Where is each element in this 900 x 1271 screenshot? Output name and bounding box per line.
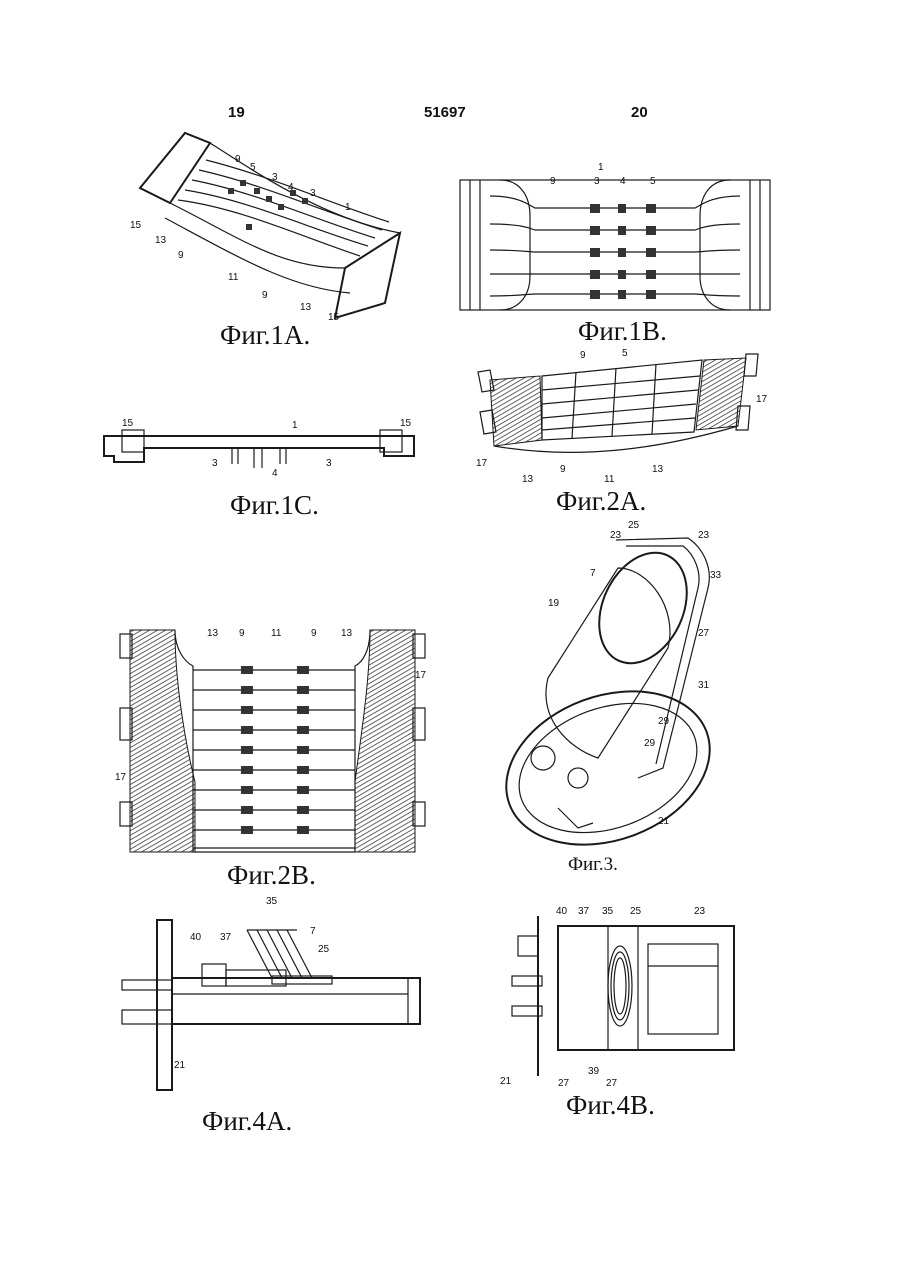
- figure-1c-drawing: 15 1 15 3 4 3: [104, 418, 424, 478]
- svg-text:9: 9: [235, 154, 241, 165]
- figure-1a-caption: Фиг.1А.: [220, 320, 310, 351]
- svg-text:9: 9: [178, 250, 184, 261]
- svg-text:25: 25: [630, 906, 642, 917]
- svg-text:11: 11: [271, 628, 282, 639]
- svg-text:40: 40: [190, 932, 202, 943]
- svg-text:13: 13: [155, 235, 167, 246]
- svg-text:39: 39: [588, 1066, 600, 1077]
- svg-text:17: 17: [415, 670, 427, 681]
- svg-text:27: 27: [558, 1078, 570, 1089]
- svg-text:4: 4: [272, 468, 278, 479]
- svg-text:11: 11: [604, 474, 615, 485]
- svg-text:23: 23: [698, 530, 710, 541]
- svg-text:27: 27: [698, 628, 710, 639]
- svg-text:13: 13: [341, 628, 353, 639]
- figure-2b-drawing: 13 9 11 9 13 17 17: [115, 622, 435, 862]
- svg-text:13: 13: [300, 302, 312, 313]
- figure-3-drawing: 2523 2333 719 2731 2929 21: [498, 528, 758, 848]
- svg-text:7: 7: [590, 568, 596, 579]
- figure-4a-caption: Фиг.4А.: [202, 1106, 292, 1137]
- svg-text:3: 3: [272, 172, 278, 183]
- svg-text:25: 25: [628, 520, 640, 531]
- figure-4a: 35 40 37 7 25 21 Фиг.4А.: [112, 890, 432, 1140]
- figure-1a-drawing: 95 34 31 1513 911 913 15: [130, 128, 410, 328]
- svg-text:33: 33: [710, 570, 722, 581]
- svg-text:21: 21: [658, 816, 670, 827]
- svg-text:4: 4: [288, 182, 294, 193]
- figure-2a-drawing: 95 1717 139 1113: [476, 350, 776, 480]
- svg-text:15: 15: [328, 312, 340, 323]
- figure-3-caption: Фиг.3.: [568, 854, 618, 876]
- svg-text:3: 3: [326, 458, 332, 469]
- svg-text:40: 40: [556, 906, 568, 917]
- svg-text:17: 17: [115, 772, 127, 783]
- svg-text:5: 5: [650, 176, 656, 187]
- svg-text:15: 15: [122, 418, 134, 429]
- figure-1a: 95 34 31 1513 911 913 15 Фиг.1А.: [130, 128, 410, 328]
- svg-text:9: 9: [560, 464, 566, 475]
- figure-2a: 9 5 17 17 13 9 11 13 Фиг.2А.: [476, 350, 776, 520]
- svg-text:9: 9: [550, 176, 556, 187]
- svg-text:15: 15: [400, 418, 412, 429]
- svg-text:13: 13: [652, 464, 664, 475]
- figure-1c-caption: Фиг.1С.: [230, 490, 319, 521]
- svg-text:35: 35: [602, 906, 614, 917]
- figure-1b: 19 34 5 Фиг.1В.: [460, 166, 770, 341]
- svg-text:13: 13: [207, 628, 219, 639]
- svg-text:17: 17: [476, 458, 488, 469]
- figure-1b-caption: Фиг.1В.: [578, 316, 667, 347]
- figure-2b: 13 9 11 9 13 17 17 Фиг.2В.: [115, 622, 435, 890]
- patent-number: 51697: [424, 104, 466, 121]
- figure-4a-drawing: 35 40 37 7 25 21: [112, 890, 432, 1100]
- svg-text:15: 15: [130, 220, 142, 231]
- figure-2a-caption: Фиг.2А.: [556, 486, 646, 517]
- svg-text:21: 21: [500, 1076, 512, 1087]
- figure-1b-drawing: 19 34 5: [460, 166, 770, 341]
- svg-text:17: 17: [756, 394, 768, 405]
- svg-text:37: 37: [578, 906, 590, 917]
- svg-text:3: 3: [594, 176, 600, 187]
- svg-text:7: 7: [310, 926, 316, 937]
- page-number-right: 20: [631, 104, 648, 121]
- svg-text:29: 29: [658, 716, 670, 727]
- figure-4b-drawing: 40 37 35 25 23 21 27 39 27: [498, 896, 748, 1096]
- svg-text:4: 4: [620, 176, 626, 187]
- svg-text:9: 9: [580, 350, 586, 361]
- svg-text:1: 1: [292, 420, 298, 431]
- figure-2b-caption: Фиг.2В.: [227, 860, 316, 891]
- svg-text:23: 23: [694, 906, 706, 917]
- figure-3: 2523 2333 719 2731 2929 21 Фиг.3.: [498, 528, 758, 878]
- svg-text:3: 3: [212, 458, 218, 469]
- svg-text:29: 29: [644, 738, 656, 749]
- svg-text:21: 21: [174, 1060, 186, 1071]
- svg-text:23: 23: [610, 530, 622, 541]
- svg-text:35: 35: [266, 896, 278, 907]
- page-number-left: 19: [228, 104, 245, 121]
- svg-text:5: 5: [622, 348, 628, 359]
- svg-text:19: 19: [548, 598, 560, 609]
- svg-text:3: 3: [310, 188, 316, 199]
- svg-text:9: 9: [262, 290, 268, 301]
- svg-text:9: 9: [311, 628, 317, 639]
- svg-text:31: 31: [698, 680, 710, 691]
- figure-4b-caption: Фиг.4В.: [566, 1090, 655, 1121]
- figure-1c: 15 1 15 3 4 3 Фиг.1С.: [104, 418, 424, 518]
- svg-text:11: 11: [228, 272, 239, 283]
- svg-text:13: 13: [522, 474, 534, 485]
- svg-text:25: 25: [318, 944, 330, 955]
- svg-text:37: 37: [220, 932, 232, 943]
- svg-text:27: 27: [606, 1078, 618, 1089]
- svg-text:1: 1: [345, 202, 351, 213]
- svg-text:1: 1: [598, 162, 604, 173]
- figure-4b: 40 37 35 25 23 21 27 39 27 Фиг.4В.: [498, 896, 748, 1146]
- svg-text:5: 5: [250, 162, 256, 173]
- svg-text:9: 9: [239, 628, 245, 639]
